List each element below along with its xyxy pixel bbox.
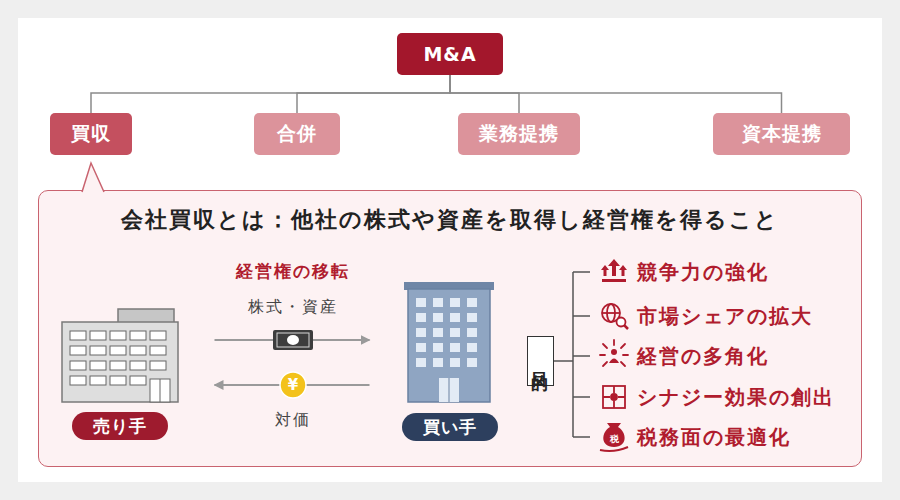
edge-label: 対価 [275,410,311,431]
callout-pointer [82,163,104,192]
node-text: 会社買収とは：他社の株式や資産を取得し経営権を得ること [39,205,861,235]
purpose-box: 目的 [527,336,554,386]
purpose-item: シナジー効果の創出 [637,384,835,411]
node-text: M&A [423,43,476,65]
purpose-item: 税務面の最適化 [637,424,791,451]
category-box: 合併 [254,113,340,155]
connector [450,75,782,113]
connector [450,75,519,113]
node-text: 合併 [277,121,317,147]
node-text: 買い手 [402,413,498,441]
purpose-item: 市場シェアの拡大 [637,303,813,330]
connector [297,75,450,113]
transfer-label: 経営権の移転 [236,260,350,283]
root-box: M&A [397,33,503,75]
seller-group: 売り手 [55,300,215,445]
node-text: 目的 [532,358,549,364]
connector [91,75,450,113]
node-text: 売り手 [72,412,168,440]
edge-label: 株式・資産 [248,297,338,318]
category-box: 資本提携 [713,113,850,155]
purpose-item: 経営の多角化 [637,343,769,370]
category-box: 業務提携 [458,113,580,155]
category-box: 買収 [50,113,132,155]
node-text: 資本提携 [742,121,822,147]
tax-symbol: 税 [610,435,619,444]
node-text: 業務提携 [479,121,559,147]
node-text: 買収 [71,121,111,147]
buyer-group: 買い手 [370,280,500,445]
yen-symbol: ¥ [288,378,298,393]
purpose-item: 競争力の強化 [637,259,769,286]
